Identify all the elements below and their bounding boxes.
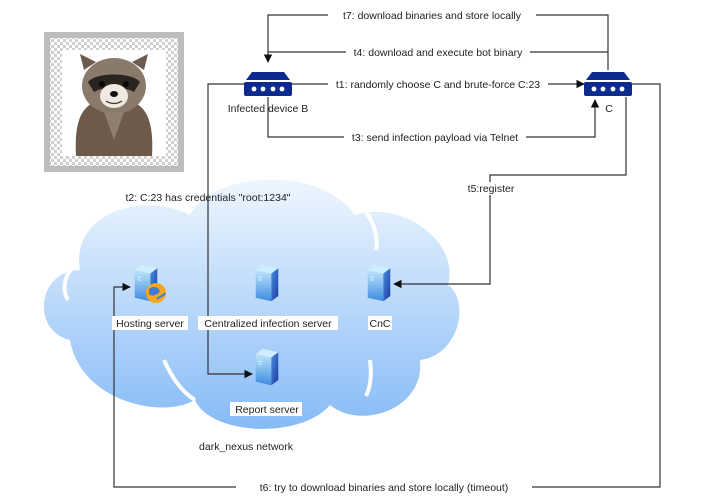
edge-labels: t7: download binaries and store locally …: [125, 9, 548, 494]
device-c[interactable]: C: [584, 72, 632, 115]
hosting-server-label: Hosting server: [116, 318, 184, 330]
edge-t5: [393, 97, 627, 289]
report-server[interactable]: Report server: [230, 348, 302, 416]
edge-t7: [263, 14, 609, 70]
raccoon-image: [44, 32, 184, 172]
report-server-label: Report server: [235, 404, 299, 416]
edge-label-t3: t3: send infection payload via Telnet: [352, 132, 518, 144]
edge-label-t5: t5:register: [468, 183, 515, 195]
edge-label-t7: t7: download binaries and store locally: [343, 10, 522, 22]
centralized-infection-server[interactable]: Centralized infection server: [198, 264, 338, 330]
router-icon: [584, 72, 632, 96]
centralized-infection-server-label: Centralized infection server: [204, 318, 332, 330]
edge-label-t4: t4: download and execute bot binary: [354, 47, 523, 59]
edge-label-t6: t6: try to download binaries and store l…: [260, 482, 509, 494]
globe-icon: [146, 283, 166, 303]
router-icon: [244, 72, 292, 96]
server-icon: [255, 348, 279, 386]
edge-label-t2: t2: C:23 has credentials "root:1234": [125, 192, 290, 204]
infected-device-b[interactable]: Infected device B: [228, 72, 309, 115]
infected-device-b-label: Infected device B: [228, 103, 309, 115]
device-c-label: C: [605, 103, 613, 115]
edge-label-t1: t1: randomly choose C and brute-force C:…: [336, 79, 540, 91]
hosting-server[interactable]: Hosting server: [112, 264, 188, 330]
dark-nexus-cloud: [43, 179, 460, 429]
network-title: dark_nexus network: [199, 441, 294, 453]
edge-t2: [207, 83, 253, 379]
server-icon: [255, 264, 279, 302]
cnc-label: CnC: [369, 318, 390, 330]
server-icon: [367, 264, 391, 302]
cnc-server[interactable]: CnC: [367, 264, 392, 330]
